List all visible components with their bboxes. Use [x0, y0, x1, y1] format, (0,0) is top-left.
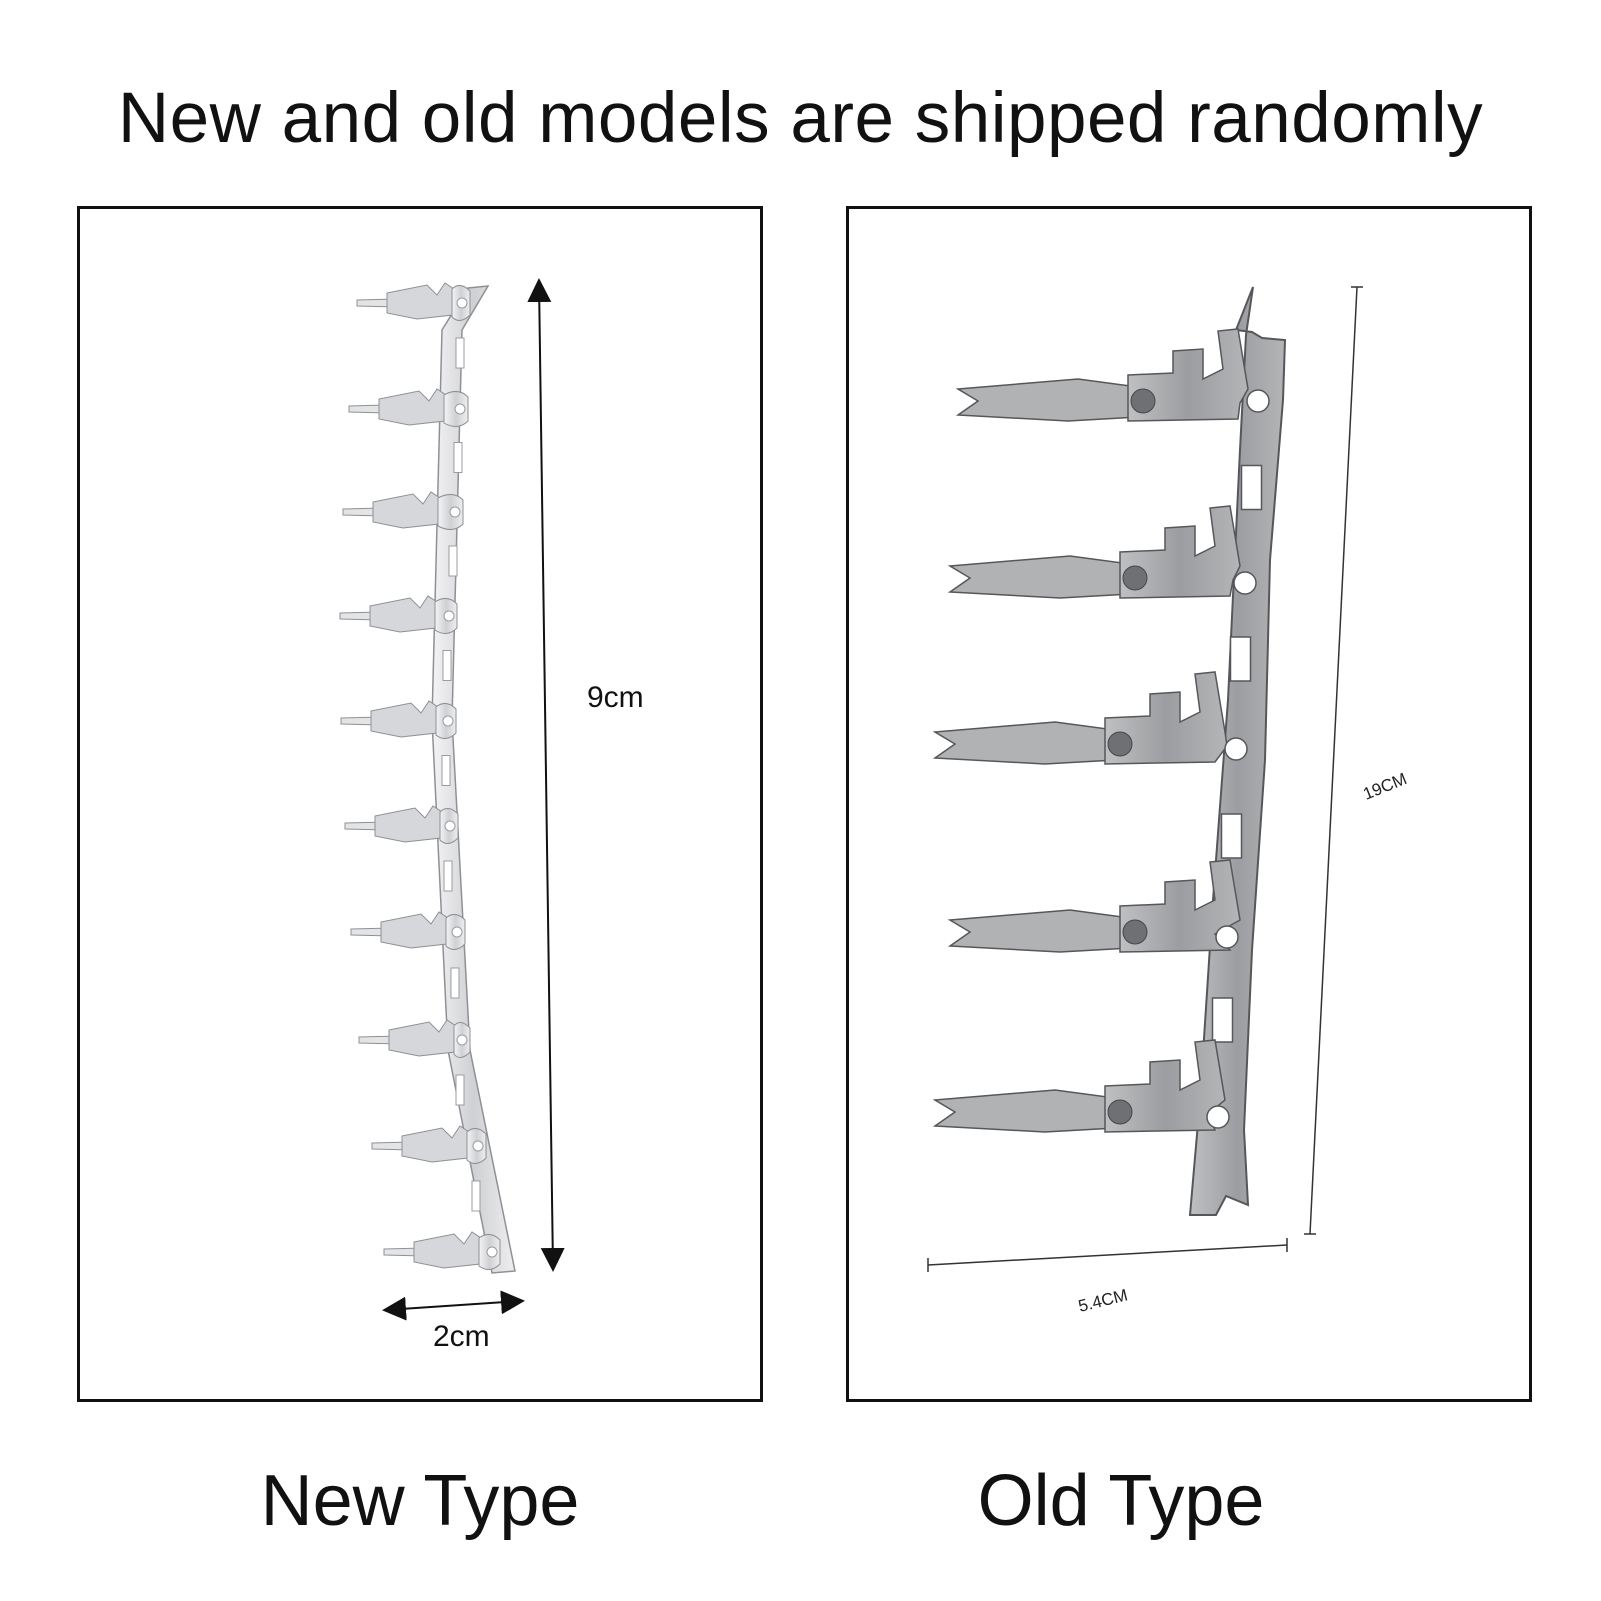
headline: New and old models are shipped randomly: [117, 79, 1484, 158]
new-length-arrow: [527, 278, 565, 1272]
old-type-caption: Old Type: [977, 1461, 1265, 1541]
new-terminal-pin: [342, 491, 464, 577]
new-terminal-pin: [356, 282, 471, 369]
old-width-label: 5.4CM: [1076, 1285, 1129, 1316]
new-terminal-pin: [350, 911, 466, 999]
old-terminal-pin: [932, 671, 1248, 859]
new-width-arrow: [382, 1290, 525, 1321]
new-terminal-pin: [340, 700, 457, 786]
new-type-caption: New Type: [260, 1461, 580, 1541]
old-terminal-pin: [932, 1039, 1230, 1133]
new-width-label: 2cm: [433, 1320, 490, 1353]
new-terminal-pin: [339, 595, 458, 681]
new-terminal-pin: [358, 1019, 471, 1106]
old-type-terminals: [932, 328, 1270, 1133]
old-length-line: [1309, 286, 1358, 1235]
old-terminal-pin: [947, 505, 1257, 682]
old-terminal-pin: [955, 328, 1270, 511]
new-terminal-pin: [344, 805, 459, 892]
new-terminal-pin: [383, 1231, 501, 1270]
new-type-terminals: [339, 282, 501, 1270]
new-length-label: 9cm: [587, 681, 644, 714]
old-terminal-pin: [947, 859, 1241, 1043]
old-width-line: [927, 1244, 1288, 1266]
new-terminal-pin: [348, 388, 469, 473]
new-terminal-pin: [371, 1125, 487, 1212]
old-length-label: 19CM: [1360, 769, 1409, 804]
